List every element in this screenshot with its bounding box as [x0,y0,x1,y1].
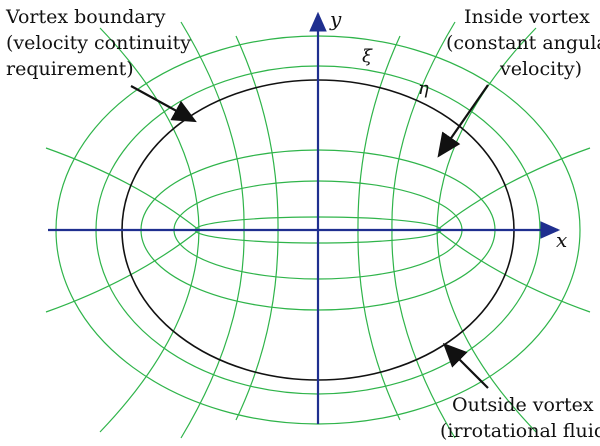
x-axis-label: x [556,228,567,252]
eta-line-ll [45,229,200,313]
outside-vortex-annotation: Outside vortex (irrotational fluid) [440,342,600,442]
inside-vortex-arrow [437,84,489,158]
vortex-boundary-line-2: (velocity continuity [6,32,191,54]
vortex-boundary-line-1: Vortex boundary [5,6,166,28]
vortex-boundary-arrow [130,85,197,123]
inside-vortex-line-2: (constant angular [446,32,600,54]
outside-vortex-arrow [442,342,489,389]
eta-line-ur [436,147,591,231]
outside-vortex-line-1: Outside vortex [452,394,594,416]
vortex-boundary-line-3: requirement) [6,58,134,80]
inside-vortex-annotation: Inside vortex (constant angular velocity… [437,6,600,158]
eta-hyperbola-r3 [357,35,401,421]
eta-hyperbola-l3 [235,35,279,421]
vortex-boundary-annotation: Vortex boundary (velocity continuity req… [5,6,197,123]
y-axis-label: y [329,7,342,31]
xi-label: ξ [362,46,373,67]
outside-vortex-line-2: (irrotational fluid) [440,420,600,442]
inside-vortex-line-1: Inside vortex [464,6,590,28]
inside-vortex-line-3: velocity) [499,58,582,80]
eta-label: η [418,78,429,99]
eta-line-lr [436,229,591,313]
eta-line-ul [45,147,200,231]
